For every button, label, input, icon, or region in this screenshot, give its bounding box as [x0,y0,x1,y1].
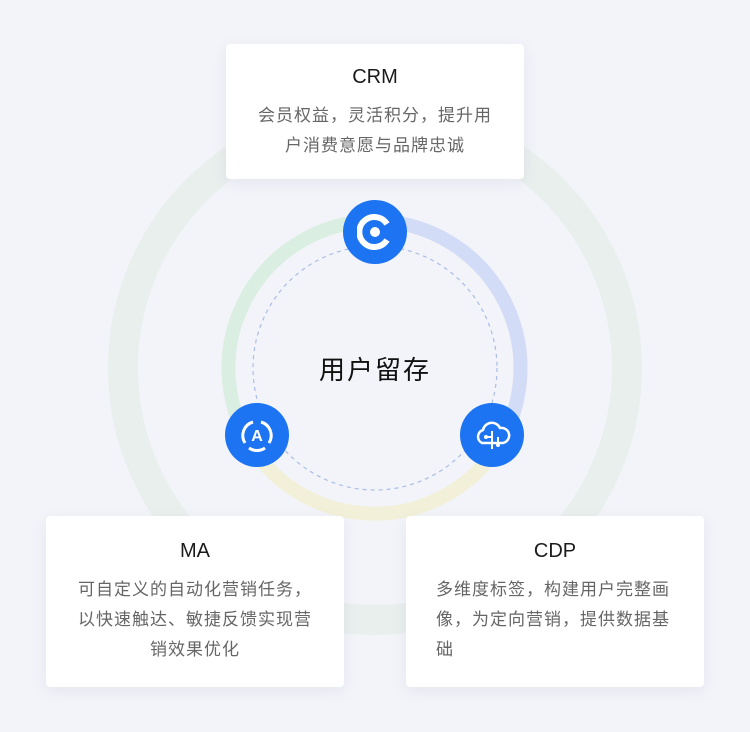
ma-card: MA 可自定义的自动化营销任务，以快速触达、敏捷反馈实现营销效果优化 [46,516,344,687]
crm-card: CRM 会员权益，灵活积分，提升用户消费意愿与品牌忠诚 [226,44,524,179]
cdp-title: CDP [533,540,577,562]
cdp-desc: 多维度标签，构建用户完整画像，为定向营销，提供数据基础 [436,580,670,659]
crm-desc: 会员权益，灵活积分，提升用户消费意愿与品牌忠诚 [258,106,492,155]
ma-automation-icon: A [225,403,289,467]
svg-text:A: A [251,428,263,445]
cdp-cloud-icon [460,403,524,467]
cdp-card: CDP 多维度标签，构建用户完整画像，为定向营销，提供数据基础 [406,516,704,687]
crm-title: CRM [352,66,398,88]
crm-icon [343,200,407,264]
ma-title: MA [180,540,210,562]
ma-desc: 可自定义的自动化营销任务，以快速触达、敏捷反馈实现营销效果优化 [78,580,312,659]
center-label: 用户留存 [318,355,431,385]
